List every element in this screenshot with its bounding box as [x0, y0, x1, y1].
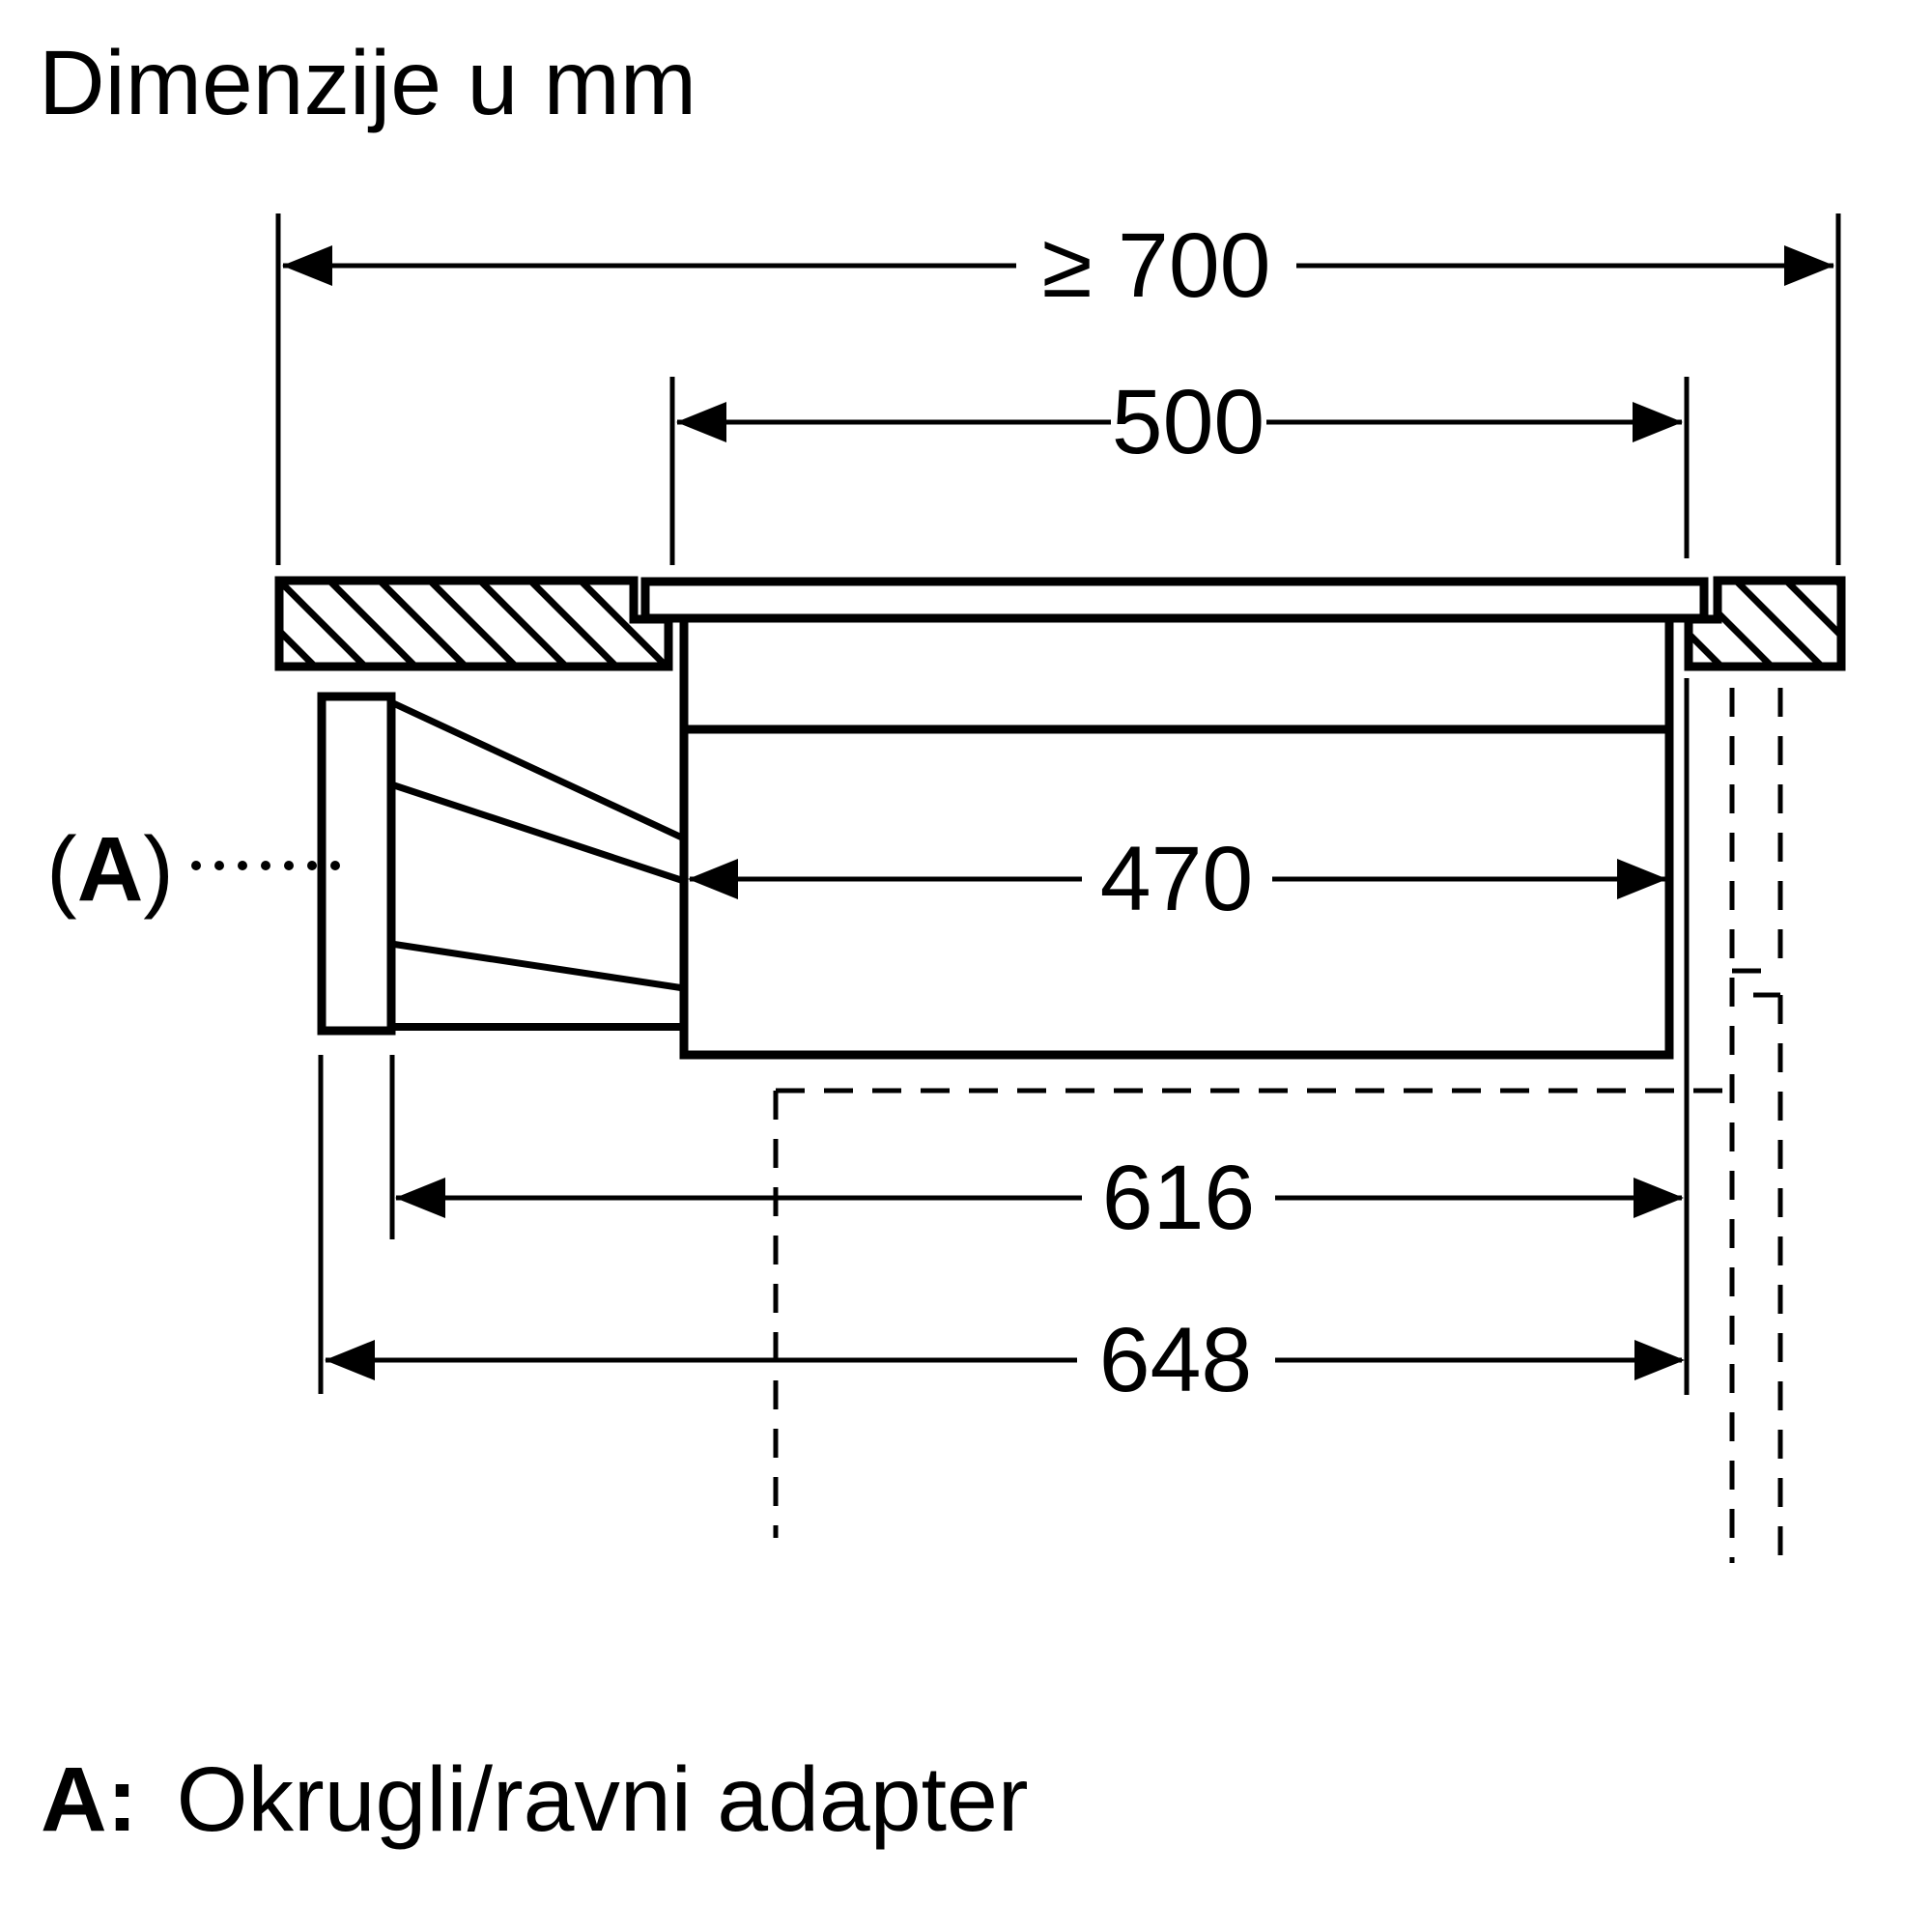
adapter: (A) [46, 692, 686, 1036]
legend: A: Okrugli/ravni adapter [41, 1748, 1028, 1851]
arrowhead-right-icon [1634, 1178, 1684, 1218]
adapter-funnel [389, 698, 686, 1031]
extension-lines [275, 213, 1841, 1395]
annotation-paren-open: ( [46, 818, 77, 921]
dimension-label-cutout-width: 500 [1112, 371, 1265, 473]
page-title: Dimenzije u mm [39, 32, 696, 134]
annotation-paren-close: ) [143, 818, 174, 921]
arrowhead-right-icon [1617, 859, 1667, 899]
dimension-depth-648: 648 [325, 1309, 1685, 1411]
arrowhead-right-icon [1784, 245, 1834, 286]
countertop-left-block [274, 576, 673, 671]
hob-glass-plate [640, 577, 1709, 623]
hob-unit [640, 577, 1709, 1060]
arrowhead-left-icon [325, 1340, 375, 1380]
arrowhead-right-icon [1634, 1340, 1685, 1380]
dimension-label-total-width: ≥ 700 [1041, 214, 1270, 317]
hob-body [679, 613, 1674, 1060]
dimension-label-depth-616: 616 [1102, 1147, 1256, 1249]
duct-dashed-outline [773, 688, 1783, 1563]
arrowhead-left-icon [688, 859, 738, 899]
dimension-label-body-width: 470 [1100, 828, 1254, 930]
legend-text: Okrugli/ravni adapter [177, 1748, 1029, 1851]
annotation-label: (A) [46, 818, 174, 921]
annotation-key: A [77, 818, 144, 921]
arrowhead-right-icon [1633, 402, 1683, 442]
arrowhead-left-icon [395, 1178, 445, 1218]
dimension-label-depth-648: 648 [1099, 1309, 1253, 1411]
countertop-right-block [1684, 576, 1846, 671]
dimension-cutout-width: 500 [676, 371, 1683, 473]
dimension-body-width: 470 [688, 828, 1667, 930]
legend-key: A: [41, 1748, 137, 1851]
dimension-total-width: ≥ 700 [282, 214, 1834, 317]
annotation-leader-dots [191, 861, 340, 870]
dimension-depth-616: 616 [395, 1147, 1684, 1249]
arrowhead-left-icon [676, 402, 726, 442]
arrowhead-left-icon [282, 245, 332, 286]
